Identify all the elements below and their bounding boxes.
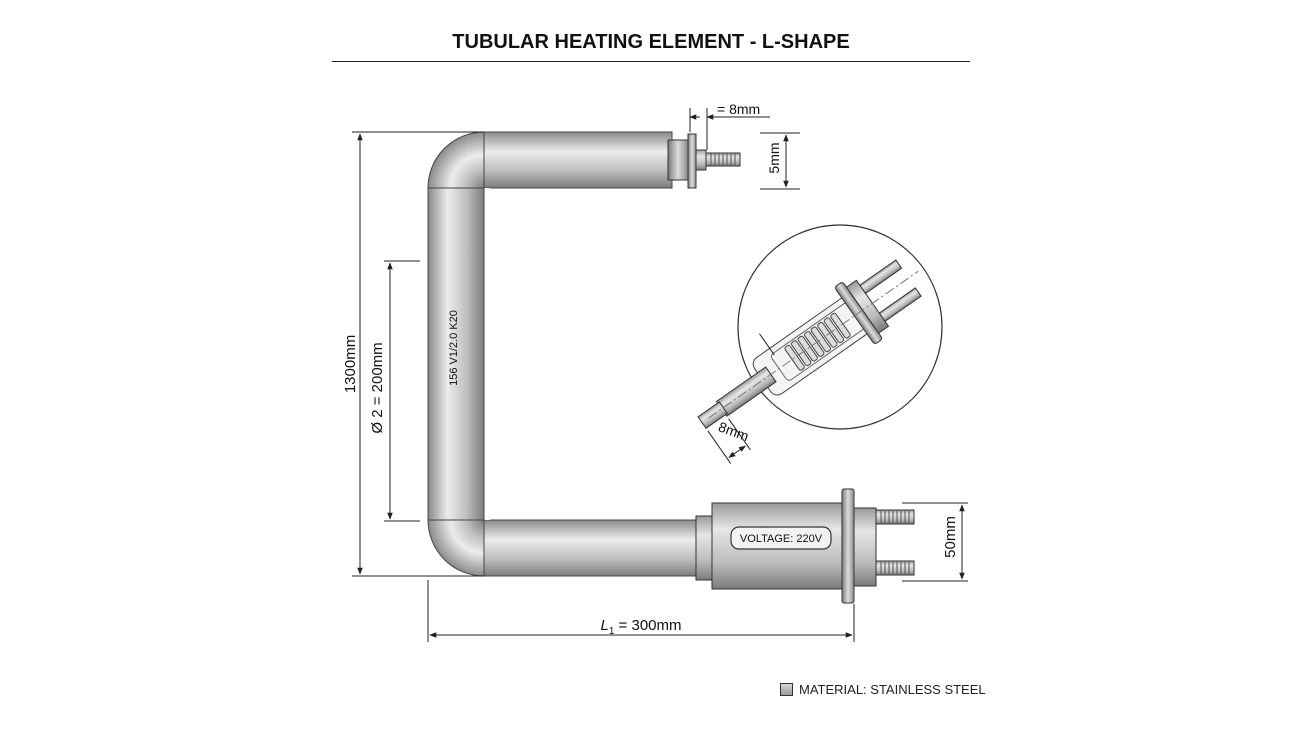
length-subscript: 1	[609, 626, 615, 637]
head-terminal-stud-lower	[875, 560, 915, 576]
diameter-label: Ø 2 = 200mm	[369, 342, 386, 433]
material-label: MATERIAL: STAINLESS STEEL	[799, 681, 986, 697]
detail-dimension-label: 8mm	[716, 418, 751, 444]
top-terminal-stud	[705, 152, 741, 167]
head-height-label: 50mm	[942, 516, 959, 558]
tube-bend-bottom	[427, 519, 485, 577]
top-terminal	[667, 133, 741, 189]
tube-bottom-run	[483, 519, 701, 577]
heating-tube	[427, 131, 701, 577]
terminal-gap-label: = 8mm	[717, 101, 760, 117]
head-terminal-stud-upper	[875, 509, 915, 525]
detail-view: 8mm	[697, 224, 943, 464]
length-symbol: L	[600, 617, 608, 634]
dimension-lines	[352, 108, 968, 642]
voltage-label: VOLTAGE: 220V	[740, 533, 823, 545]
material-legend: MATERIAL: STAINLESS STEEL	[780, 681, 986, 697]
drawing-title: TUBULAR HEATING ELEMENT - L-SHAPE	[452, 31, 850, 53]
tube-vertical-run	[427, 187, 485, 521]
terminal-height-label: 5mm	[766, 142, 782, 173]
length-value: = 300mm	[614, 617, 681, 634]
length-label: L1 = 300mm	[600, 617, 681, 637]
tube-bend-top	[427, 131, 485, 189]
voltage-label-plate	[730, 526, 832, 550]
title-underline	[332, 61, 970, 62]
tube-top-run	[483, 131, 673, 189]
head-flange	[841, 488, 855, 604]
material-swatch-icon	[780, 682, 793, 696]
terminal-head: VOLTAGE: 220V	[695, 488, 915, 604]
overall-height-label: 1300mm	[342, 335, 359, 393]
tube-marking: 156 V1/2.0 K20	[448, 310, 460, 386]
